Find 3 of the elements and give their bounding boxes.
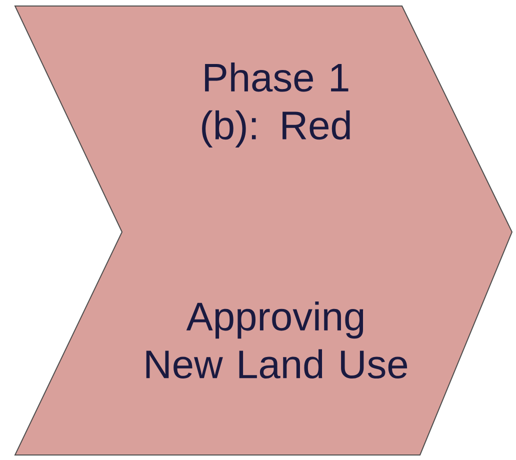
phase-text: Approving New Land Use bbox=[146, 301, 408, 379]
phase-text: Phase 1 (b): Red bbox=[202, 62, 350, 148]
chevron-shape bbox=[14, 6, 513, 456]
